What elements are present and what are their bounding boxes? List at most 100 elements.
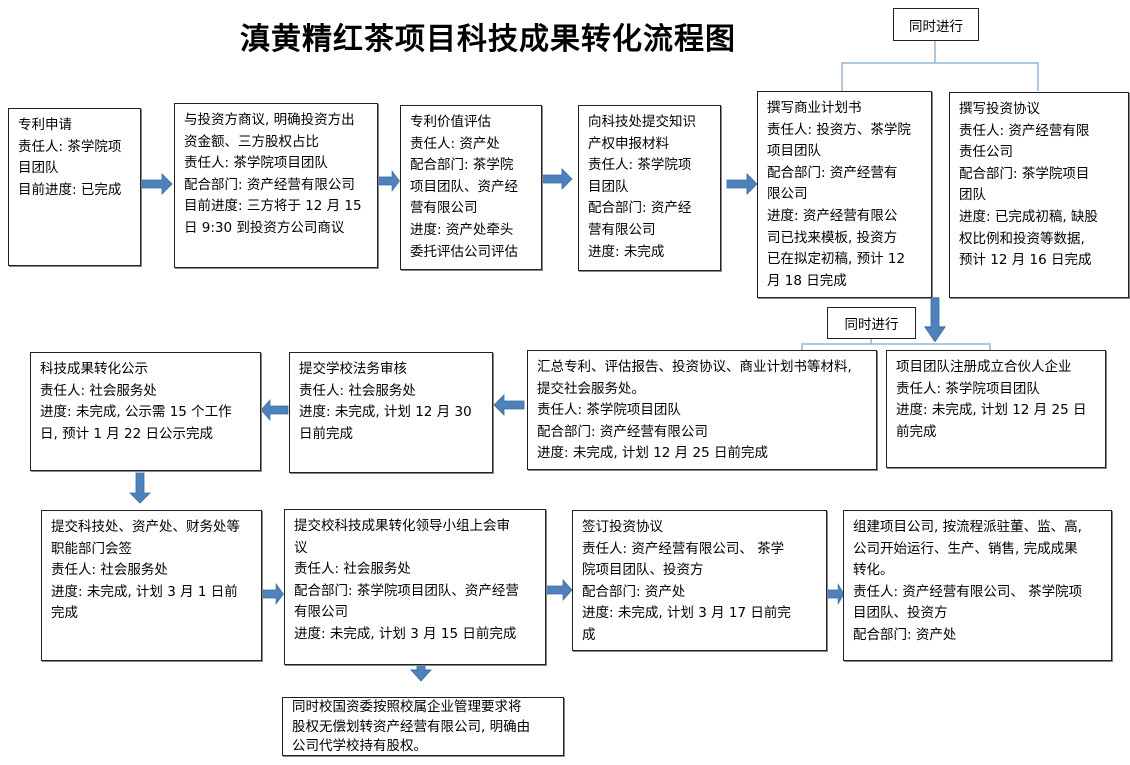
step-text-line: 月 18 日完成 bbox=[767, 272, 847, 289]
step-text-line: 项目团队、资产经 bbox=[410, 178, 518, 195]
step-legal-review: 提交学校法务审核责任人: 社会服务处进度: 未完成, 计划 12 月 30 日前完… bbox=[289, 352, 493, 473]
step-text-line: 权比例和投资等数据, bbox=[959, 230, 1085, 247]
step-text-line: 进度: 未完成, 公示需 15 个工作 bbox=[40, 404, 232, 421]
step-text-line: 营有限公司 bbox=[410, 200, 478, 217]
step-investment-agreement-draft: 撰写投资协议责任人: 资产经营有限责任公司配合部门: 茶学院项目团队进度: 已完… bbox=[949, 92, 1129, 298]
step-text-line: 目团队、投资方 bbox=[853, 605, 948, 622]
step-text-line: 配合部门: 资产处 bbox=[853, 626, 957, 643]
step-text-line: 撰写投资协议 bbox=[959, 101, 1040, 117]
step-text-line: 日 9:30 到投资方公司商议 bbox=[184, 219, 345, 236]
step-text-line: 转化。 bbox=[853, 562, 894, 579]
step-text-line: 配合部门: 茶学院 bbox=[410, 157, 514, 174]
arrow-left-icon bbox=[493, 394, 525, 416]
step-patent-valuation: 专利价值评估责任人: 资产处配合部门: 茶学院项目团队、资产经营有限公司进度: … bbox=[400, 105, 542, 270]
step-text-line: 配合部门: 茶学院项目团队、资产经营 bbox=[294, 582, 519, 599]
step-text-line: 配合部门: 茶学院项目 bbox=[959, 165, 1090, 182]
step-text-line: 签订投资协议 bbox=[582, 519, 663, 535]
step-text-line: 进度: 未完成, 计划 3 月 17 日前完 bbox=[582, 605, 791, 622]
step-investor-negotiation: 与投资方商议, 明确投资方出资金额、三方股权占比责任人: 茶学院项目团队配合部门… bbox=[174, 103, 378, 268]
step-text-line: 司已找来模板, 投资方 bbox=[767, 229, 898, 246]
step-establish-company: 组建项目公司, 按流程派驻董、监、高,公司开始运行、生产、销售, 完成成果转化。… bbox=[843, 510, 1112, 661]
step-text-line: 与投资方商议, 明确投资方出 bbox=[184, 112, 355, 128]
step-text-line: 项目团队注册成立合伙人企业 bbox=[896, 359, 1072, 375]
step-text-line: 责任人: 资产处 bbox=[410, 135, 500, 152]
arrow-down-icon bbox=[924, 297, 946, 343]
step-text-line: 团队 bbox=[959, 187, 986, 204]
step-text-line: 向科技处提交知识 bbox=[588, 114, 696, 130]
step-text-line: 进度: 未完成, 计划 12 月 25 日前完成 bbox=[537, 445, 768, 462]
step-text-line: 日, 预计 1 月 22 日公示完成 bbox=[40, 425, 214, 442]
step-text-line: 责任人: 社会服务处 bbox=[40, 382, 157, 399]
step-text-line: 进度: 未完成 bbox=[588, 243, 665, 260]
step-text-line: 配合部门: 资产经营有限公司 bbox=[537, 423, 708, 440]
step-text-line: 委托评估公司评估 bbox=[410, 243, 518, 260]
arrow-right-icon bbox=[141, 173, 173, 195]
arrow-down-icon bbox=[129, 472, 151, 504]
step-text-line: 目前进度: 三方将于 12 月 15 bbox=[184, 198, 362, 215]
step-text-line: 进度: 资产经营有限公 bbox=[767, 207, 898, 224]
step-text-line: 目前进度: 已完成 bbox=[18, 181, 122, 198]
step-text-line: 责任人: 资产经营有限 bbox=[959, 122, 1090, 139]
step-text-line: 责任人: 资产经营有限公司、 茶学院项 bbox=[853, 583, 1083, 600]
step-text-line: 进度: 已完成初稿, 缺股 bbox=[959, 208, 1098, 225]
step-text-line: 提交学校法务审核 bbox=[299, 361, 407, 377]
arrow-right-icon bbox=[544, 579, 573, 601]
step-text-line: 配合部门: 资产经 bbox=[588, 200, 692, 217]
step-text-line: 科技成果转化公示 bbox=[40, 361, 148, 377]
step-text-line: 配合部门: 资产经营有限公司 bbox=[184, 176, 355, 193]
step-business-plan: 撰写商业计划书责任人: 投资方、茶学院项目团队配合部门: 资产经营有限公司进度:… bbox=[757, 91, 932, 298]
step-text-line: 股权无偿划转资产经营有限公司, 明确由 bbox=[292, 718, 531, 735]
step-text-line: 完成 bbox=[51, 605, 78, 622]
step-text-line: 资金额、三方股权占比 bbox=[184, 133, 319, 150]
step-text-line: 责任人: 社会服务处 bbox=[299, 382, 416, 399]
step-patent-application: 专利申请责任人: 茶学院项目团队目前进度: 已完成 bbox=[8, 108, 141, 266]
step-equity-transfer: 同时校国资委按照校属企业管理要求将股权无偿划转资产经营有限公司, 明确由公司代学… bbox=[282, 697, 564, 756]
step-text-line: 进度: 未完成, 计划 12 月 25 日 bbox=[896, 402, 1087, 419]
step-text-line: 责任人: 社会服务处 bbox=[294, 561, 411, 578]
step-text-line: 前完成 bbox=[896, 423, 937, 440]
step-text-line: 日前完成 bbox=[299, 425, 353, 442]
step-text-line: 公司代学校持有股权。 bbox=[292, 738, 427, 754]
concurrent-label-mid: 同时进行 bbox=[827, 307, 916, 339]
step-text-line: 提交社会服务处。 bbox=[537, 380, 645, 397]
step-public-notice: 科技成果转化公示责任人: 社会服务处进度: 未完成, 公示需 15 个工作日, … bbox=[30, 352, 261, 471]
step-text-line: 组建项目公司, 按流程派驻董、监、高, bbox=[853, 519, 1082, 535]
step-text-line: 责任人: 资产经营有限公司、 茶学 bbox=[582, 540, 785, 557]
step-text-line: 进度: 未完成, 计划 3 月 1 日前 bbox=[51, 583, 238, 600]
step-ip-submission: 向科技处提交知识产权申报材料责任人: 茶学院项目团队配合部门: 资产经营有限公司… bbox=[578, 105, 721, 271]
step-text-line: 已在拟定初稿, 预计 12 bbox=[767, 251, 906, 268]
step-text-line: 配合部门: 资产经营有 bbox=[767, 164, 898, 181]
step-text-line: 责任人: 投资方、茶学院 bbox=[767, 121, 911, 138]
arrow-right-icon bbox=[260, 583, 284, 605]
step-text-line: 责任人: 茶学院项 bbox=[588, 157, 692, 174]
bracket-connector-top bbox=[841, 40, 1039, 91]
step-text-line: 预计 12 月 16 日完成 bbox=[959, 252, 1092, 269]
step-department-signoff: 提交科技处、资产处、财务处等职能部门会签责任人: 社会服务处进度: 未完成, 计… bbox=[41, 510, 262, 661]
step-text-line: 责任人: 茶学院项目团队 bbox=[896, 380, 1040, 397]
step-text-line: 目团队 bbox=[18, 160, 59, 177]
step-text-line: 营有限公司 bbox=[588, 221, 656, 238]
arrow-right-icon bbox=[726, 173, 758, 195]
step-text-line: 提交校科技成果转化领导小组上会审 bbox=[294, 518, 510, 534]
step-text-line: 限公司 bbox=[767, 186, 808, 203]
step-text-line: 专利申请 bbox=[18, 117, 72, 133]
step-text-line: 汇总专利、评估报告、投资协议、商业计划书等材料, bbox=[537, 359, 852, 375]
step-text-line: 有限公司 bbox=[294, 604, 348, 621]
step-text-line: 专利价值评估 bbox=[410, 114, 491, 130]
arrow-right-icon bbox=[376, 170, 400, 192]
step-text-line: 项目团队 bbox=[767, 143, 821, 160]
concurrent-label-top: 同时进行 bbox=[893, 8, 979, 41]
step-text-line: 进度: 资产处牵头 bbox=[410, 221, 514, 238]
step-text-line: 撰写商业计划书 bbox=[767, 100, 862, 116]
page-title: 滇黄精红茶项目科技成果转化流程图 bbox=[240, 22, 736, 57]
step-compile-materials: 汇总专利、评估报告、投资协议、商业计划书等材料,提交社会服务处。责任人: 茶学院… bbox=[527, 350, 877, 470]
step-text-line: 目团队 bbox=[588, 178, 629, 195]
step-text-line: 成 bbox=[582, 626, 596, 643]
step-register-partnership: 项目团队注册成立合伙人企业责任人: 茶学院项目团队进度: 未完成, 计划 12 … bbox=[886, 350, 1106, 468]
step-leadership-meeting: 提交校科技成果转化领导小组上会审议责任人: 社会服务处配合部门: 茶学院项目团队… bbox=[284, 509, 546, 665]
arrow-right-icon bbox=[825, 583, 845, 605]
step-text-line: 责任人: 社会服务处 bbox=[51, 562, 168, 579]
step-text-line: 产权申报材料 bbox=[588, 135, 669, 152]
arrow-right-icon bbox=[541, 168, 573, 190]
step-text-line: 进度: 未完成, 计划 12 月 30 bbox=[299, 404, 472, 421]
